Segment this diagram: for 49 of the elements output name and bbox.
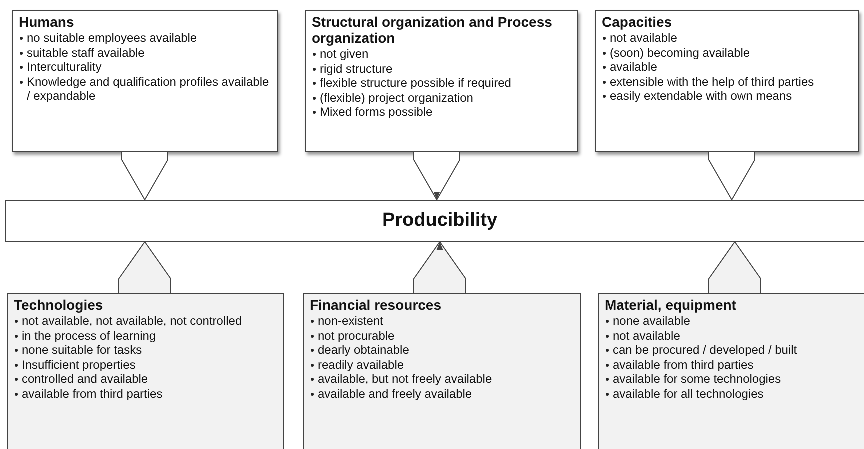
callout-box	[12, 10, 278, 152]
callout-pointer	[708, 241, 762, 294]
list-item: not procurable	[318, 328, 395, 342]
callout-pointer	[414, 241, 466, 294]
list-item: rigid structure	[320, 62, 393, 76]
callout-pointer	[118, 241, 172, 294]
list-item: easily extendable with own means	[610, 89, 792, 103]
heading: Producibility	[382, 210, 498, 232]
callout-box	[598, 293, 864, 449]
callout-box	[305, 10, 578, 152]
list-item: extensible with the help of third parties	[610, 74, 814, 88]
list-item: available from third parties	[22, 386, 163, 400]
list-item: in the process of learning	[22, 328, 156, 342]
callout-pointer	[414, 151, 460, 201]
list-item: can be procured / developed / built	[613, 343, 798, 357]
list-item: not available, not available, not controlled	[22, 314, 242, 328]
list-item: available	[610, 60, 658, 74]
list-item: Insufficient properties	[22, 358, 136, 372]
list-item: readily available	[318, 358, 404, 372]
list-item: dearly obtainable	[318, 343, 410, 357]
list-item: available for all technologies	[613, 386, 764, 400]
list-item: suitable staff available	[27, 46, 145, 60]
callout-box	[595, 10, 859, 152]
list-item: Mixed forms possible	[320, 105, 433, 119]
callout-box	[7, 293, 284, 449]
heading: Financial resources	[310, 297, 443, 313]
heading: Technologies	[14, 297, 104, 313]
heading: Capacities	[602, 14, 674, 30]
heading: Humans	[19, 14, 76, 30]
list-item: none suitable for tasks	[22, 343, 142, 357]
list-item: none available	[613, 314, 690, 328]
list-item: non-existent	[318, 314, 384, 328]
heading: Material, equipment	[605, 297, 738, 313]
heading: Structural organization and Process organization	[312, 14, 554, 46]
list-item: controlled and available	[22, 372, 148, 386]
list-item: available, but not freely available	[318, 372, 492, 386]
list-item: available from third parties	[613, 358, 754, 372]
list-item: (flexible) project organization	[320, 90, 474, 104]
list-item: not available	[613, 328, 680, 342]
list-item: not available	[610, 31, 678, 45]
list-item: Knowledge and qualification profiles available / expandable	[27, 74, 270, 103]
list-item: (soon) becoming available	[610, 46, 750, 60]
list-item: no suitable employees available	[27, 31, 198, 45]
list-item: available and freely available	[318, 386, 472, 400]
list-item: not given	[320, 47, 369, 61]
list-item: available for some technologies	[613, 372, 782, 386]
list-item: Interculturality	[27, 60, 102, 74]
callout-box	[303, 293, 581, 449]
list-item: flexible structure possible if required	[320, 76, 512, 90]
